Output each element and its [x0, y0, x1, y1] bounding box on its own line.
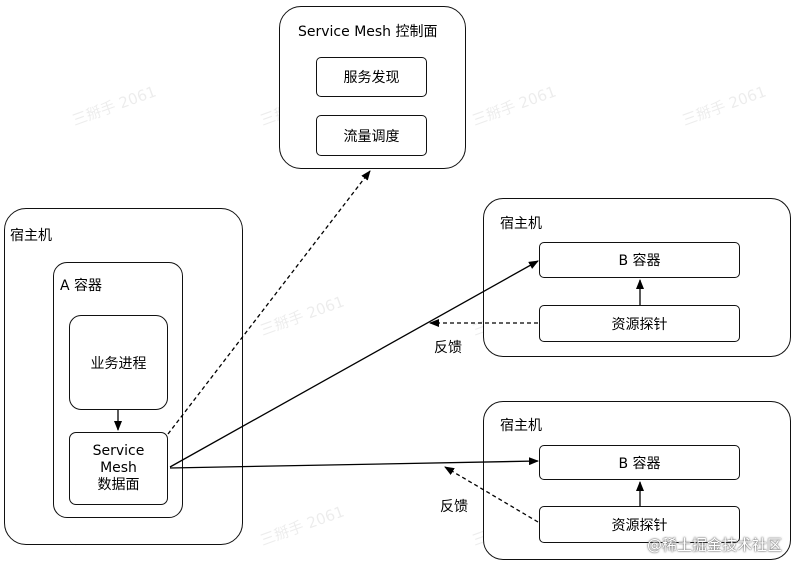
- traffic-scheduling-box: 流量调度: [316, 115, 427, 156]
- service-discovery-box: 服务发现: [316, 57, 427, 97]
- data-plane-line3: 数据面: [97, 477, 140, 493]
- container-b1-box: B 容器: [539, 242, 740, 278]
- source-watermark: @稀土掘金技术社区: [646, 536, 782, 554]
- probe-b1-box: 资源探针: [539, 305, 740, 342]
- container-a-title: A 容器: [60, 278, 103, 294]
- host-b2-title: 宿主机: [500, 418, 542, 434]
- data-plane-line2: Mesh: [100, 460, 137, 476]
- host-a-title: 宿主机: [10, 228, 52, 244]
- data-plane-box: Service Mesh 数据面: [69, 432, 168, 505]
- feedback-b1-label: 反馈: [434, 340, 462, 356]
- container-b2-box: B 容器: [539, 445, 740, 480]
- probe-b2-box: 资源探针: [539, 506, 740, 543]
- data-plane-line1: Service: [92, 443, 145, 459]
- business-process-box: 业务进程: [69, 315, 168, 410]
- feedback-b2-label: 反馈: [440, 499, 468, 515]
- control-plane-title: Service Mesh 控制面: [298, 24, 438, 40]
- feedback-b2-dashed-arrow: [444, 466, 539, 523]
- dataplane-to-b2-arrow: [169, 457, 539, 469]
- host-b1-title: 宿主机: [500, 216, 542, 232]
- dataplane-to-b1-arrow: [169, 260, 539, 468]
- dataplane-to-control-dashed-arrow: [167, 170, 371, 435]
